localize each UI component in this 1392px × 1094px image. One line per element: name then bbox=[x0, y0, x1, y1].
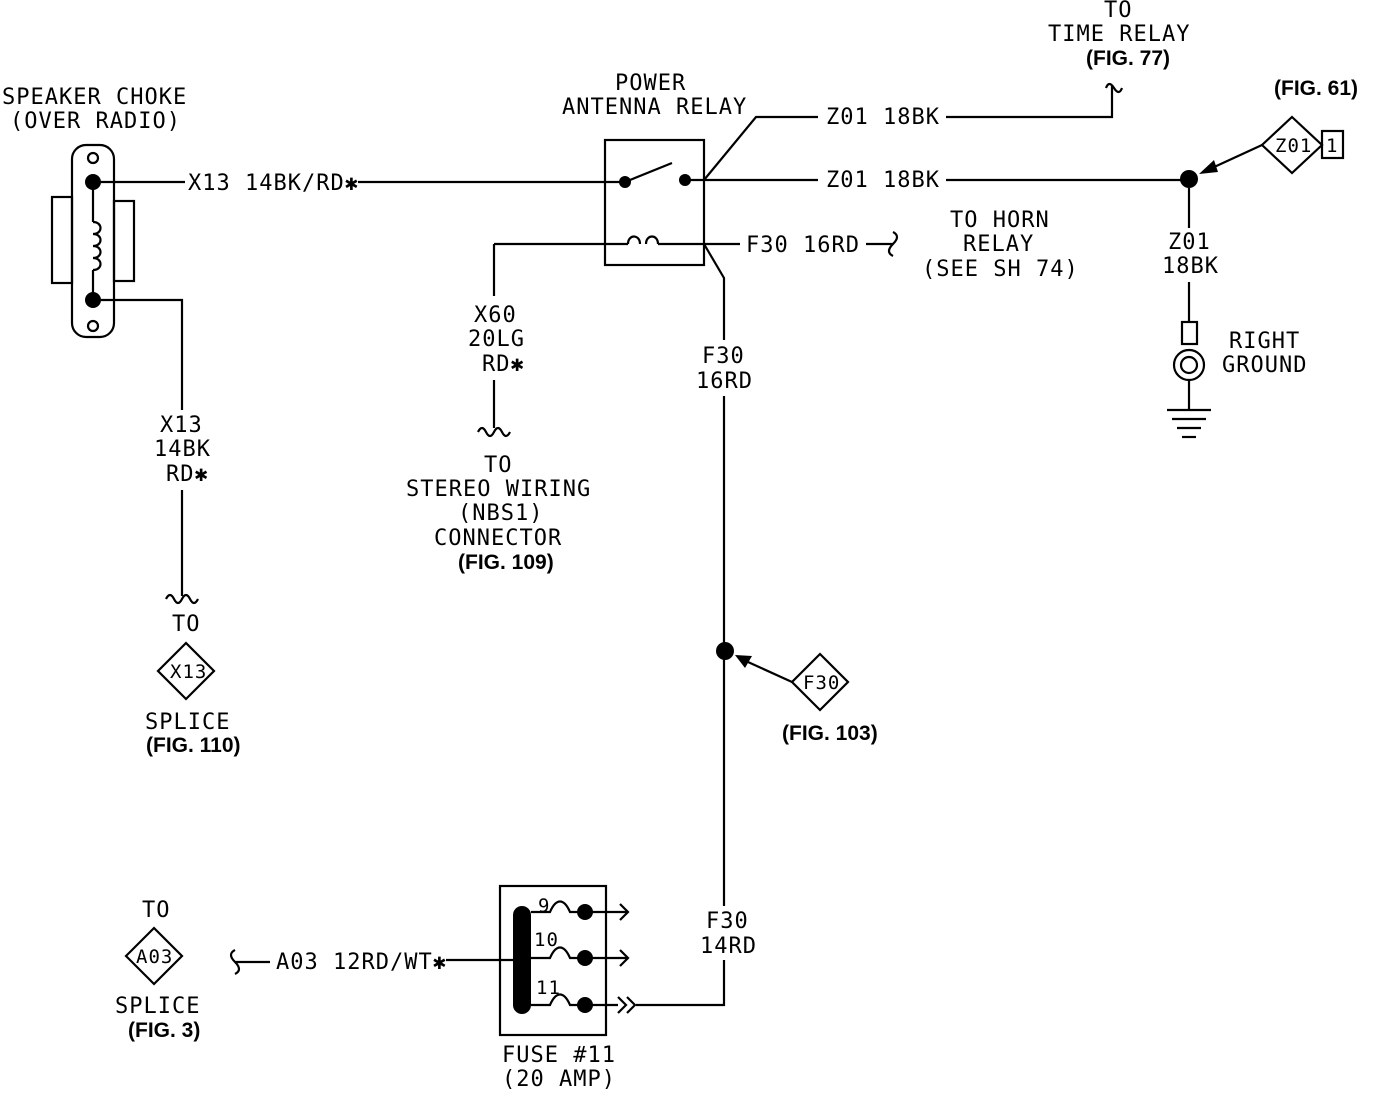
wire-f30-horn-label: F30 16RD bbox=[746, 233, 860, 258]
stereo-l1: TO bbox=[484, 453, 513, 478]
break-symbol bbox=[165, 593, 199, 605]
stereo-l3: (NBS1) bbox=[458, 501, 543, 526]
fig61-label: (FIG. 61) bbox=[1274, 77, 1358, 100]
relay-switch-arm bbox=[624, 161, 673, 184]
f30-vertical-l1: F30 bbox=[702, 344, 745, 369]
fuse-label: FUSE #11 bbox=[502, 1043, 616, 1068]
ground-symbol-icon bbox=[1167, 408, 1211, 439]
stereo-l4: CONNECTOR bbox=[434, 526, 562, 551]
f30-splice-diamond bbox=[790, 652, 850, 712]
power-antenna-relay: POWER ANTENNA RELAY bbox=[494, 71, 747, 267]
x13-vertical-l3: RD✱ bbox=[166, 462, 209, 487]
wire-z01-upper-label: Z01 18BK bbox=[826, 105, 940, 130]
fuse-9-label: 9 bbox=[538, 895, 550, 917]
fuse-block: 9 10 11 FUSE #11 (20 AMP) bbox=[498, 884, 637, 1092]
a03-splice-fig: (FIG. 3) bbox=[128, 1019, 200, 1042]
choke-body bbox=[70, 143, 116, 339]
choke-right-tab bbox=[112, 199, 136, 283]
fuse-11-icon bbox=[531, 993, 585, 1007]
x60-l3: RD✱ bbox=[482, 352, 525, 377]
x13-splice-fig: (FIG. 110) bbox=[146, 734, 241, 757]
fuse-10-label: 10 bbox=[534, 929, 559, 951]
z01-splice-dot bbox=[1180, 170, 1198, 188]
horn-relay-l2: RELAY bbox=[963, 232, 1034, 257]
x13-splice-label: SPLICE bbox=[145, 710, 230, 735]
relay-title: POWER bbox=[615, 71, 686, 96]
relay-subtitle: ANTENNA RELAY bbox=[562, 95, 747, 120]
time-relay-fig: (FIG. 77) bbox=[1086, 47, 1170, 70]
f30-splice-dot bbox=[716, 642, 734, 660]
fuse-9-icon bbox=[531, 900, 585, 914]
connector-arrow-icon bbox=[585, 949, 630, 967]
connector-arrow-icon bbox=[585, 996, 637, 1014]
choke-coil-icon bbox=[92, 220, 102, 272]
fuse-rating: (20 AMP) bbox=[502, 1067, 616, 1092]
speaker-choke: SPEAKER CHOKE (OVER RADIO) bbox=[2, 85, 187, 339]
a03-splice-to: TO bbox=[142, 898, 171, 923]
f30-vertical-l2: 16RD bbox=[696, 369, 753, 394]
wire-z01-main-label: Z01 18BK bbox=[826, 168, 940, 193]
x13-vertical-l2: 14BK bbox=[154, 437, 211, 462]
x13-splice-to: TO bbox=[172, 612, 201, 637]
speaker-choke-title: SPEAKER CHOKE bbox=[2, 85, 187, 110]
fig61-pin-box bbox=[1320, 129, 1345, 160]
x60-l1: X60 bbox=[474, 303, 517, 328]
a03-splice-label: SPLICE bbox=[115, 994, 200, 1019]
ground-l1: RIGHT bbox=[1229, 329, 1300, 354]
fuse-busbar bbox=[513, 906, 531, 1014]
fig61-pin: 1 bbox=[1326, 135, 1338, 157]
ground-wire-l2: 18BK bbox=[1162, 254, 1219, 279]
break-symbol bbox=[229, 949, 270, 975]
wire-a03-label: A03 12RD/WT✱ bbox=[276, 950, 447, 975]
fig61-connector: Z01 bbox=[1275, 135, 1312, 157]
wire-x13-label: X13 14BK/RD✱ bbox=[188, 171, 359, 196]
a03-splice-connector: A03 bbox=[136, 946, 173, 968]
x60-l2: 20LG bbox=[468, 327, 525, 352]
break-symbol bbox=[887, 231, 899, 257]
break-symbol bbox=[1104, 82, 1124, 94]
relay-contact-right bbox=[679, 174, 691, 186]
x13-splice-diamond bbox=[156, 641, 216, 701]
horn-relay-l3: (SEE SH 74) bbox=[922, 257, 1079, 282]
speaker-choke-subtitle: (OVER RADIO) bbox=[10, 109, 181, 134]
f30-arrow-icon bbox=[735, 655, 752, 668]
f30-splice-connector: F30 bbox=[803, 672, 840, 694]
fuse-11-label: 11 bbox=[536, 977, 561, 999]
f30-splice-fig: (FIG. 103) bbox=[782, 722, 878, 745]
fuse-10-icon bbox=[531, 946, 585, 960]
break-symbol bbox=[477, 426, 511, 438]
time-relay-l2: TIME RELAY bbox=[1048, 22, 1190, 47]
f30-fuse-wire-l1: F30 bbox=[706, 909, 749, 934]
time-relay-l1: TO bbox=[1104, 0, 1133, 23]
x13-splice-connector: X13 bbox=[170, 661, 207, 683]
relay-box bbox=[603, 138, 706, 267]
relay-coil-icon bbox=[626, 235, 660, 245]
ground-l2: GROUND bbox=[1222, 353, 1307, 378]
connector-arrow-icon bbox=[585, 903, 630, 921]
stereo-l2: STEREO WIRING bbox=[406, 477, 591, 502]
fig61-diamond bbox=[1260, 115, 1324, 175]
a03-splice-diamond bbox=[124, 926, 184, 986]
ground-eyelet-icon bbox=[1172, 320, 1206, 410]
choke-left-tab bbox=[50, 195, 74, 285]
horn-relay-l1: TO HORN bbox=[950, 208, 1050, 233]
x13-vertical-l1: X13 bbox=[160, 413, 203, 438]
f30-fuse-wire-l2: 14RD bbox=[700, 934, 757, 959]
stereo-fig: (FIG. 109) bbox=[458, 551, 554, 574]
fig61-arrow-icon bbox=[1199, 160, 1218, 174]
ground-wire-l1: Z01 bbox=[1168, 230, 1211, 255]
